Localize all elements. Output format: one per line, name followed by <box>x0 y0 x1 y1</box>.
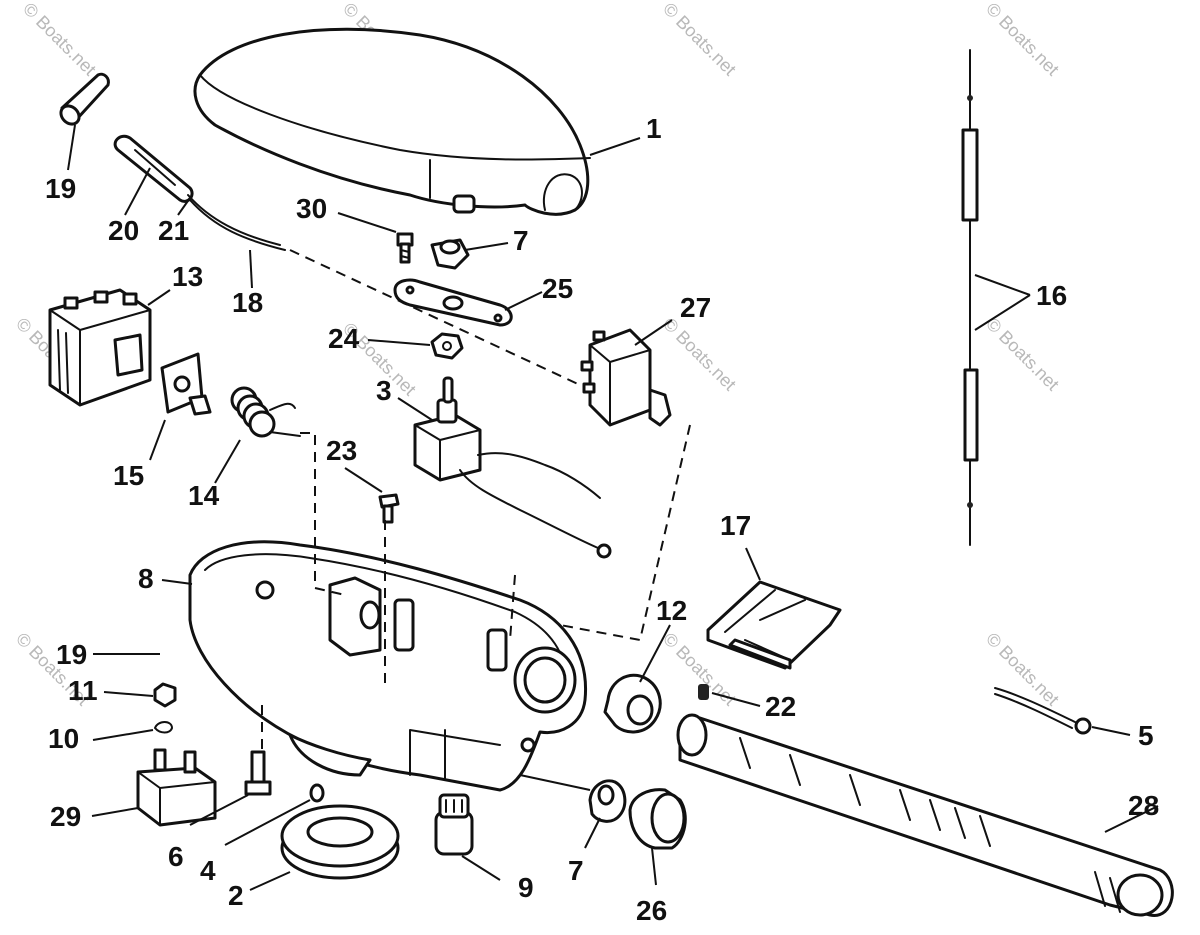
callout-9: 9 <box>518 872 534 903</box>
part-7-grommet <box>430 238 470 270</box>
callout-20: 20 <box>108 215 139 246</box>
callout-29: 29 <box>50 801 81 832</box>
part-17-clip <box>706 580 842 670</box>
callout-22: 22 <box>765 691 796 722</box>
callout-7: 7 <box>513 225 529 256</box>
part-23-screw <box>378 493 400 524</box>
part-27-switch <box>580 328 672 427</box>
callout-27: 27 <box>680 292 711 323</box>
assembly-guide-lines <box>261 249 691 752</box>
callout-26: 26 <box>636 895 667 926</box>
watermark: © Boats.net <box>982 0 1063 80</box>
callout-17: 17 <box>720 510 751 541</box>
callout-15: 15 <box>113 460 144 491</box>
part-22-grommet <box>698 684 709 700</box>
callout-28: 28 <box>1128 790 1159 821</box>
callout-11: 11 <box>68 675 98 706</box>
part-25-plate <box>393 278 513 327</box>
callout-19: 19 <box>45 173 76 204</box>
callout-1: 1 <box>646 113 662 144</box>
part-20-21-probe <box>113 134 286 251</box>
callout-5: 5 <box>1138 720 1154 751</box>
callout-30: 30 <box>296 193 327 224</box>
watermark: © Boats.net <box>982 314 1063 395</box>
callout-6: 6 <box>168 841 184 872</box>
part-1-top-cover <box>193 27 591 216</box>
callout-10: 10 <box>48 723 79 754</box>
part-4-key <box>309 783 325 803</box>
callout-12: 12 <box>656 595 687 626</box>
watermark: © Boats.net <box>659 314 740 395</box>
callout-25: 25 <box>542 273 573 304</box>
part-28-shaft <box>676 713 1174 917</box>
callout-3: 3 <box>376 375 392 406</box>
part-26-bushing <box>628 788 687 850</box>
part-11-nut <box>153 682 177 708</box>
callout-8: 8 <box>138 563 154 594</box>
part-30-screw <box>396 232 414 264</box>
part-9-plug <box>434 793 474 856</box>
part-29-block <box>136 748 217 827</box>
part-12-collar <box>603 673 662 734</box>
callout-2: 2 <box>228 880 244 911</box>
watermark: © Boats.net <box>19 0 100 80</box>
part-14-spring <box>230 386 301 438</box>
part-8-lower-housing <box>188 540 588 792</box>
callout-16: 16 <box>1036 280 1067 311</box>
callout-7-lower: 7 <box>568 855 584 886</box>
part-5-connector <box>994 687 1092 735</box>
callout-14: 14 <box>188 480 220 511</box>
part-13-relay <box>48 288 152 407</box>
part-2-ring <box>280 804 400 880</box>
callout-24: 24 <box>328 323 360 354</box>
callouts: 1 19 20 21 30 7 18 13 25 27 16 24 3 15 1… <box>45 113 1159 926</box>
callout-18: 18 <box>232 287 263 318</box>
callout-21: 21 <box>158 215 189 246</box>
part-16-cable <box>961 49 979 546</box>
callout-13: 13 <box>172 261 203 292</box>
part-10-washer <box>154 721 174 734</box>
part-7-grommet-lower <box>588 779 627 823</box>
part-3-switch <box>413 376 612 559</box>
part-24-nut <box>430 332 464 360</box>
leader-lines <box>67 124 1159 891</box>
part-19-cap <box>59 72 110 126</box>
part-6-bolt <box>244 750 272 796</box>
callout-4: 4 <box>200 855 216 886</box>
callout-19-lower: 19 <box>56 639 87 670</box>
watermark: © Boats.net <box>659 0 740 80</box>
callout-23: 23 <box>326 435 357 466</box>
part-15-bracket <box>160 352 212 416</box>
